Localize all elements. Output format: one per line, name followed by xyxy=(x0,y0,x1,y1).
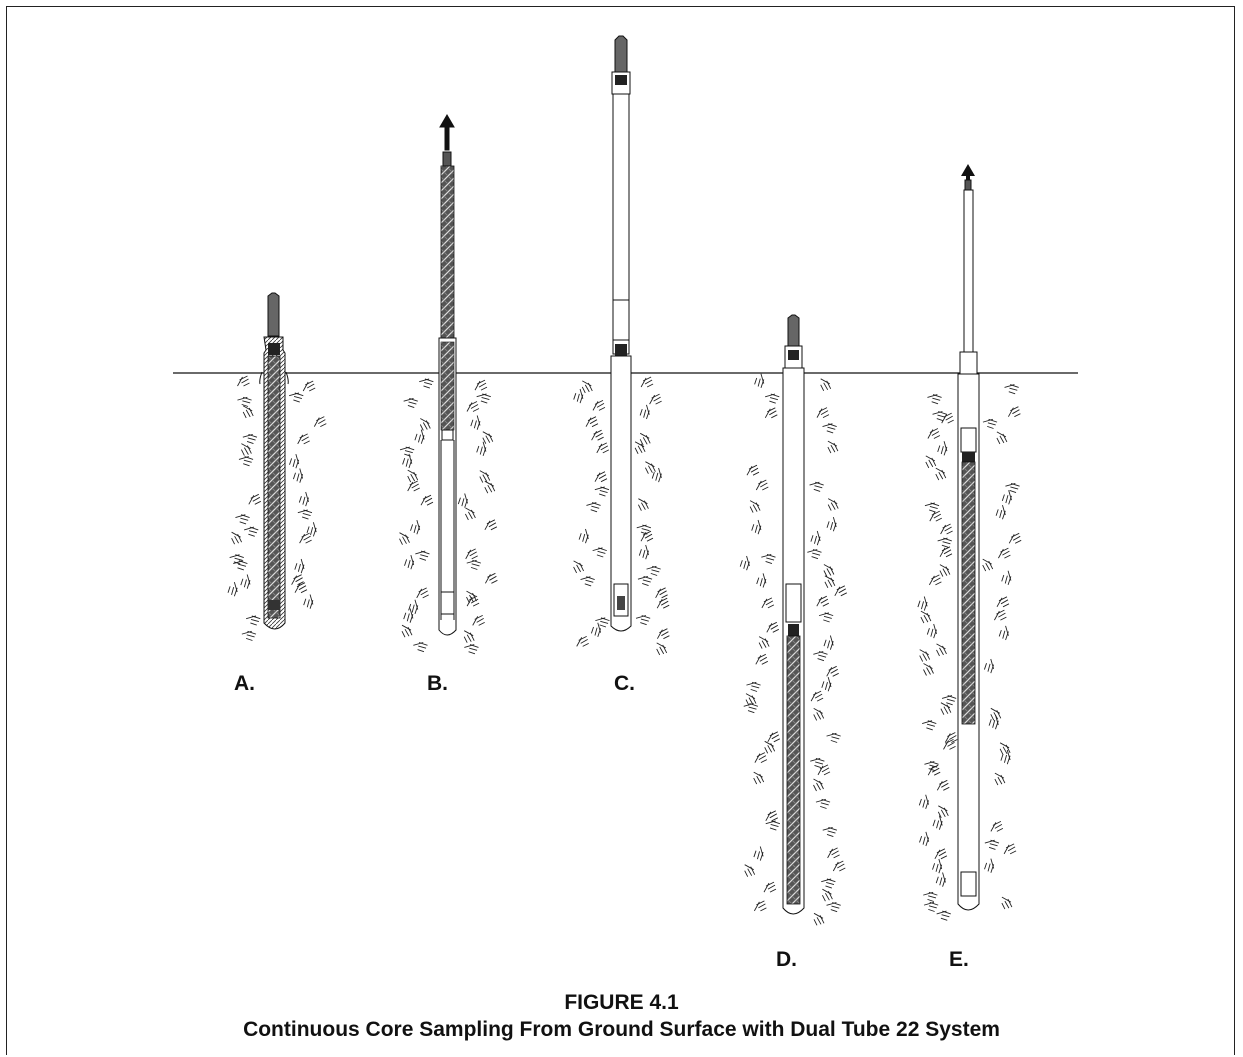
figure-caption: Continuous Core Sampling From Ground Sur… xyxy=(243,1018,1000,1041)
panel-d-drawing xyxy=(782,314,805,915)
arrow-up-icon xyxy=(961,164,975,194)
panel-b-drawing xyxy=(438,114,457,636)
figure-number: FIGURE 4.1 xyxy=(564,991,679,1014)
panel-e-drawing xyxy=(957,164,980,911)
panel-label-e: E. xyxy=(949,948,969,971)
panel-c-drawing xyxy=(610,35,632,632)
panel-label-d: D. xyxy=(776,948,797,971)
panel-label-a: A. xyxy=(234,672,255,695)
figure-frame xyxy=(6,6,1235,1055)
panel-a-drawing xyxy=(259,292,289,630)
arrow-up-icon xyxy=(439,114,455,151)
panel-label-b: B. xyxy=(427,672,448,695)
panel-label-c: C. xyxy=(614,672,635,695)
